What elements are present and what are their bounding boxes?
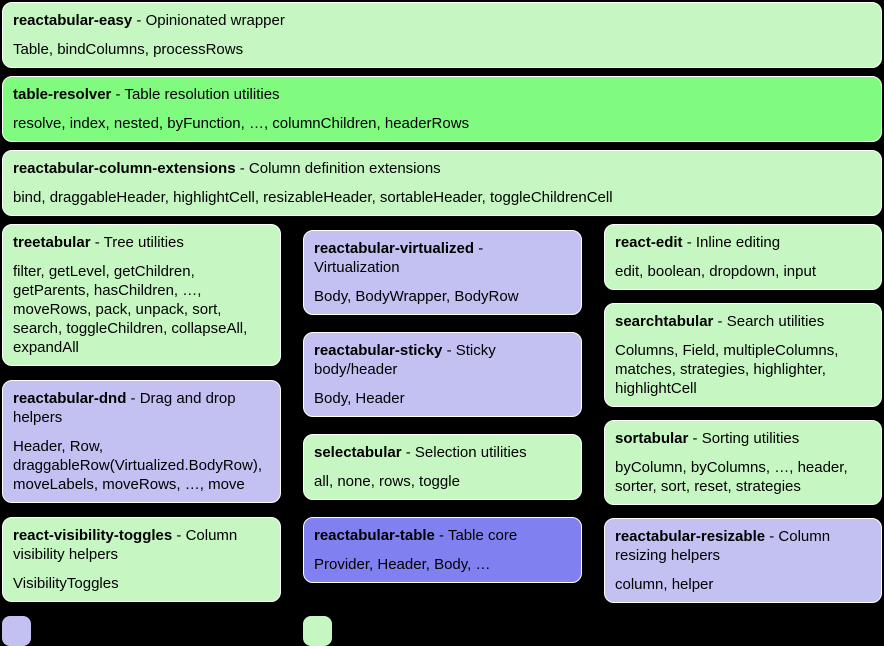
separator: - bbox=[132, 12, 146, 29]
package-description: Virtualization bbox=[314, 259, 400, 276]
package-exports: byColumn, byColumns, …, header, sorter, … bbox=[615, 459, 848, 495]
package-description: Sorting utilities bbox=[701, 430, 800, 447]
package-title: table-resolver - Table resolution utilit… bbox=[13, 85, 871, 104]
package-box-selectabular: selectabular - Selection utilities all, … bbox=[303, 434, 582, 500]
package-name: reactabular-column-extensions bbox=[13, 160, 236, 177]
package-box-reactabular-table: reactabular-table - Table core Provider,… bbox=[303, 517, 582, 583]
package-name: reactabular-sticky bbox=[314, 342, 443, 359]
package-name: reactabular-dnd bbox=[13, 390, 127, 407]
package-exports: column, helper bbox=[615, 576, 714, 593]
lavender-swatch-icon bbox=[2, 616, 31, 646]
package-title: reactabular-dnd - Drag and drop helpers bbox=[13, 389, 270, 427]
package-description: Selection utilities bbox=[414, 444, 527, 461]
separator: - bbox=[235, 160, 249, 177]
package-description: Search utilities bbox=[726, 313, 825, 330]
package-name: selectabular bbox=[314, 444, 402, 461]
separator: - bbox=[688, 430, 702, 447]
package-description: Column visibility helpers bbox=[13, 527, 238, 563]
package-title: reactabular-column-extensions - Column d… bbox=[13, 159, 871, 178]
package-box-reactabular-resizable: reactabular-resizable - Column resizing … bbox=[604, 518, 882, 603]
package-exports: filter, getLevel, getChildren, getParent… bbox=[13, 263, 248, 356]
separator: - bbox=[401, 444, 415, 461]
package-exports: edit, boolean, dropdown, input bbox=[615, 263, 816, 280]
package-exports: resolve, index, nested, byFunction, …, c… bbox=[13, 115, 470, 132]
package-box-reactabular-sticky: reactabular-sticky - Sticky body/header … bbox=[303, 332, 582, 417]
package-box-searchtabular: searchtabular - Search utilities Columns… bbox=[604, 303, 882, 407]
package-name: reactabular-virtualized bbox=[314, 240, 475, 257]
package-exports: bind, draggableHeader, highlightCell, re… bbox=[13, 189, 613, 206]
package-title: sortabular - Sorting utilities bbox=[615, 429, 871, 448]
package-exports: Body, BodyWrapper, BodyRow bbox=[314, 288, 519, 305]
package-description: Sticky body/header bbox=[314, 342, 496, 378]
separator: - bbox=[172, 527, 186, 544]
package-box-reactabular-easy: reactabular-easy - Opinionated wrapper T… bbox=[2, 2, 882, 68]
separator: - bbox=[765, 528, 779, 545]
package-name: treetabular bbox=[13, 234, 91, 251]
separator: - bbox=[474, 240, 484, 257]
package-box-react-edit: react-edit - Inline editing edit, boolea… bbox=[604, 224, 882, 290]
package-box-table-resolver: table-resolver - Table resolution utilit… bbox=[2, 76, 882, 142]
package-box-reactabular-virtualized: reactabular-virtualized - Virtualization… bbox=[303, 230, 582, 315]
package-box-sortabular: sortabular - Sorting utilities byColumn,… bbox=[604, 420, 882, 505]
package-name: table-resolver bbox=[13, 86, 112, 103]
package-name: react-visibility-toggles bbox=[13, 527, 173, 544]
column-left: treetabular - Tree utilities filter, get… bbox=[2, 224, 281, 602]
package-exports: Provider, Header, Body, … bbox=[314, 556, 491, 573]
column-right: react-edit - Inline editing edit, boolea… bbox=[604, 224, 882, 603]
package-description: Tree utilities bbox=[103, 234, 184, 251]
package-description: Table core bbox=[447, 527, 518, 544]
column-middle: reactabular-virtualized - Virtualization… bbox=[303, 224, 582, 583]
package-description: Inline editing bbox=[695, 234, 781, 251]
package-columns: treetabular - Tree utilities filter, get… bbox=[2, 224, 882, 603]
package-title: reactabular-sticky - Sticky body/header bbox=[314, 341, 571, 379]
light-green-swatch-icon bbox=[303, 616, 332, 646]
package-exports: Table, bindColumns, processRows bbox=[13, 41, 244, 58]
package-description: Table resolution utilities bbox=[124, 86, 280, 103]
package-title: react-visibility-toggles - Column visibi… bbox=[13, 526, 270, 564]
separator: - bbox=[111, 86, 125, 103]
package-title: reactabular-table - Table core bbox=[314, 526, 571, 545]
separator: - bbox=[90, 234, 104, 251]
package-title: reactabular-easy - Opinionated wrapper bbox=[13, 11, 871, 30]
package-title: reactabular-resizable - Column resizing … bbox=[615, 527, 871, 565]
package-name: searchtabular bbox=[615, 313, 714, 330]
package-name: reactabular-table bbox=[314, 527, 435, 544]
package-exports: Columns, Field, multipleColumns, matches… bbox=[615, 342, 839, 397]
separator: - bbox=[434, 527, 448, 544]
package-name: reactabular-resizable bbox=[615, 528, 766, 545]
package-box-reactabular-dnd: reactabular-dnd - Drag and drop helpers … bbox=[2, 380, 281, 503]
package-description: Drag and drop helpers bbox=[13, 390, 236, 426]
package-description: Column definition extensions bbox=[248, 160, 441, 177]
separator: - bbox=[682, 234, 696, 251]
package-name: reactabular-easy bbox=[13, 12, 133, 29]
package-box-react-visibility-toggles: react-visibility-toggles - Column visibi… bbox=[2, 517, 281, 602]
separator: - bbox=[442, 342, 456, 359]
package-description: Column resizing helpers bbox=[615, 528, 831, 564]
package-exports: Header, Row, draggableRow(Virtualized.Bo… bbox=[13, 438, 263, 493]
package-title: reactabular-virtualized - Virtualization bbox=[314, 239, 571, 277]
package-title: treetabular - Tree utilities bbox=[13, 233, 270, 252]
package-box-treetabular: treetabular - Tree utilities filter, get… bbox=[2, 224, 281, 366]
package-name: react-edit bbox=[615, 234, 683, 251]
package-exports: all, none, rows, toggle bbox=[314, 473, 460, 490]
separator: - bbox=[126, 390, 140, 407]
legend bbox=[2, 616, 882, 646]
package-box-reactabular-column-extensions: reactabular-column-extensions - Column d… bbox=[2, 150, 882, 216]
package-description: Opinionated wrapper bbox=[145, 12, 285, 29]
package-name: sortabular bbox=[615, 430, 689, 447]
package-exports: Body, Header bbox=[314, 390, 405, 407]
package-title: react-edit - Inline editing bbox=[615, 233, 871, 252]
package-exports: VisibilityToggles bbox=[13, 575, 119, 592]
separator: - bbox=[713, 313, 727, 330]
package-title: searchtabular - Search utilities bbox=[615, 312, 871, 331]
package-title: selectabular - Selection utilities bbox=[314, 443, 571, 462]
